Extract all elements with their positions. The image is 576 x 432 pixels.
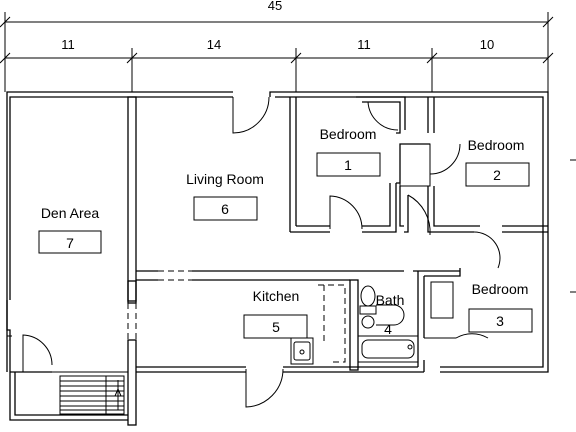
stairs [59, 375, 125, 415]
room-bed3-number-box [468, 308, 533, 333]
room-den-number: 7 [66, 235, 74, 251]
room-living-number-box [193, 196, 258, 221]
room-kitchen-number-box [243, 314, 308, 339]
room-bed1-name: Bedroom [320, 126, 377, 142]
dimension-lines [0, 12, 576, 293]
dimension-segment-4: 10 [480, 37, 494, 52]
dimension-segment-3: 11 [357, 37, 371, 52]
room-bed3-name: Bedroom [472, 281, 529, 297]
room-bed2-number: 2 [493, 167, 501, 183]
room-bath-name: Bath [376, 292, 405, 308]
dimension-segment-1: 11 [61, 37, 75, 52]
dimension-segment-2: 14 [207, 37, 221, 52]
doors [7, 96, 501, 408]
room-bed1-number-box [316, 152, 381, 177]
walls [6, 91, 549, 426]
total-dimension: 45 [268, 0, 282, 13]
room-kitchen-number: 5 [272, 319, 280, 335]
fixtures [290, 143, 454, 365]
room-den-number-box [38, 230, 102, 254]
room-bed2-number-box [465, 162, 530, 187]
room-bed2-name: Bedroom [468, 137, 525, 153]
room-den-name: Den Area [41, 205, 100, 221]
room-bath-number: 4 [384, 321, 392, 337]
room-bed3-number: 3 [496, 313, 504, 329]
room-kitchen-name: Kitchen [253, 288, 300, 304]
room-living-name: Living Room [186, 171, 264, 187]
room-living-number: 6 [221, 201, 229, 217]
room-bed1-number: 1 [344, 157, 352, 173]
